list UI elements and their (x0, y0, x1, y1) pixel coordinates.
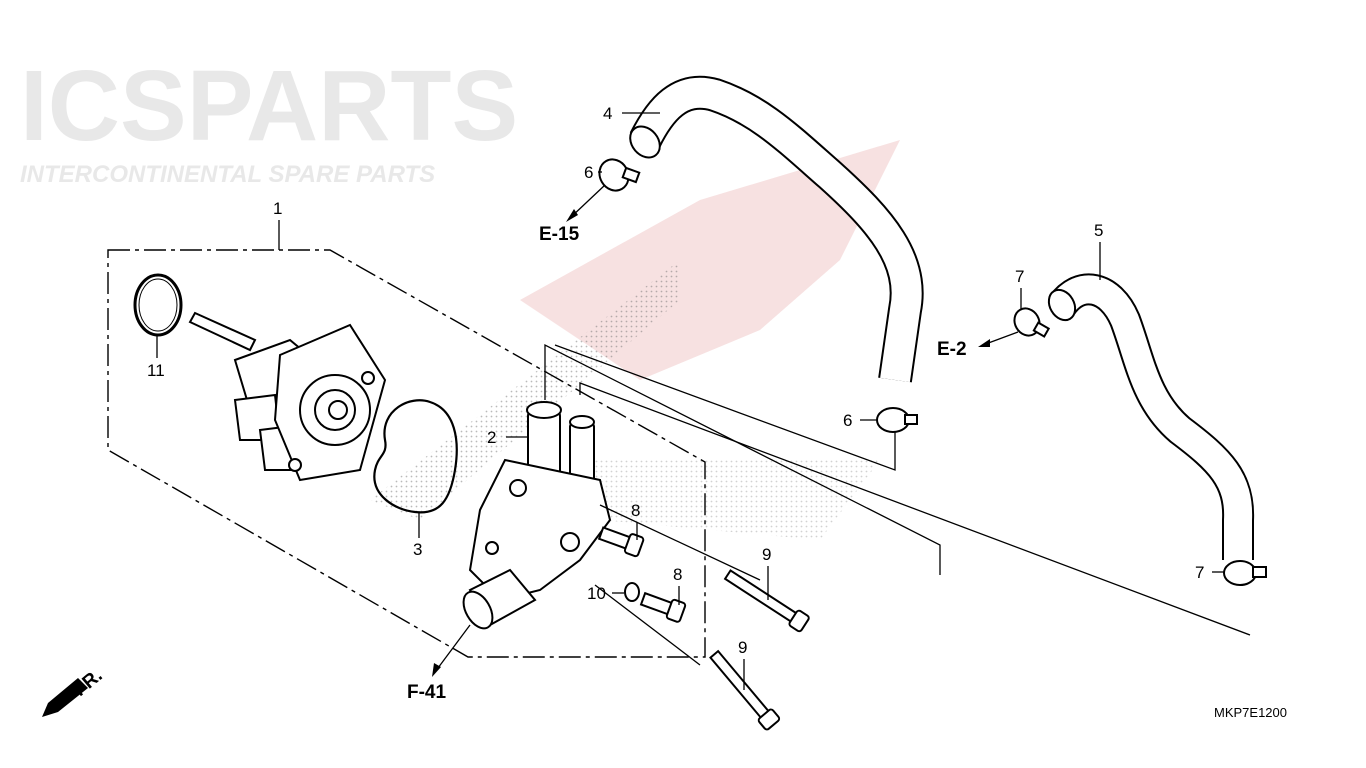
callout-7: 7 (1195, 563, 1204, 582)
callout-11: 11 (147, 361, 165, 380)
callout-1: 1 (273, 199, 282, 218)
reference-e2: E-2 (937, 339, 967, 360)
watermark-dots (580, 460, 880, 540)
water-pump-part-1 (188, 311, 387, 482)
callout-5: 5 (1094, 221, 1103, 240)
callout-8: 8 (631, 501, 640, 520)
arrow-head-icon (432, 663, 441, 677)
clamp-part-7 (1223, 560, 1267, 586)
clamp-part-6 (876, 407, 918, 433)
callout-8: 8 (673, 565, 682, 584)
callout-2: 2 (487, 428, 496, 447)
callout-7: 7 (1015, 267, 1024, 286)
watermark: ICSPARTS INTERCONTINENTAL SPARE PARTS (20, 50, 900, 540)
reference-f41: F-41 (407, 682, 447, 703)
assembly-outline (107, 249, 706, 658)
leader-line (554, 344, 896, 471)
leader-line (544, 343, 941, 575)
bolt-part-9 (723, 569, 810, 633)
callout-9: 9 (738, 638, 747, 657)
watermark-dots (370, 260, 680, 520)
reference-arrow (434, 624, 471, 673)
callout-6: 6 (584, 163, 593, 182)
callout-9: 9 (762, 545, 771, 564)
clamp-part-7 (1013, 307, 1051, 338)
callout-4: 4 (603, 104, 612, 123)
watermark-brand: ICSPARTS (20, 50, 518, 162)
callout-6: 6 (843, 411, 852, 430)
bolt-part-8 (639, 591, 687, 623)
hose-part-4 (629, 75, 924, 383)
gasket-part-3 (373, 399, 458, 514)
o-ring-inner (138, 278, 178, 332)
callout-10: 10 (587, 584, 606, 603)
washer-part-10 (624, 582, 640, 602)
leader-line (579, 382, 1251, 636)
leader-line (599, 504, 761, 581)
reference-e15: E-15 (539, 224, 580, 245)
arrow-head-icon (978, 339, 990, 347)
leader-line (594, 584, 701, 666)
o-ring-part-11 (133, 273, 183, 337)
hose-part-5 (1047, 273, 1255, 560)
clamp-part-6 (598, 158, 641, 192)
front-direction-arrow-icon (42, 678, 88, 717)
callout-3: 3 (413, 540, 422, 559)
arrow-head-icon (566, 209, 578, 222)
water-pump-housing-part-2 (462, 401, 612, 630)
diagram-code: MKP7E1200 (1214, 705, 1287, 720)
watermark-tagline: INTERCONTINENTAL SPARE PARTS (20, 161, 435, 188)
